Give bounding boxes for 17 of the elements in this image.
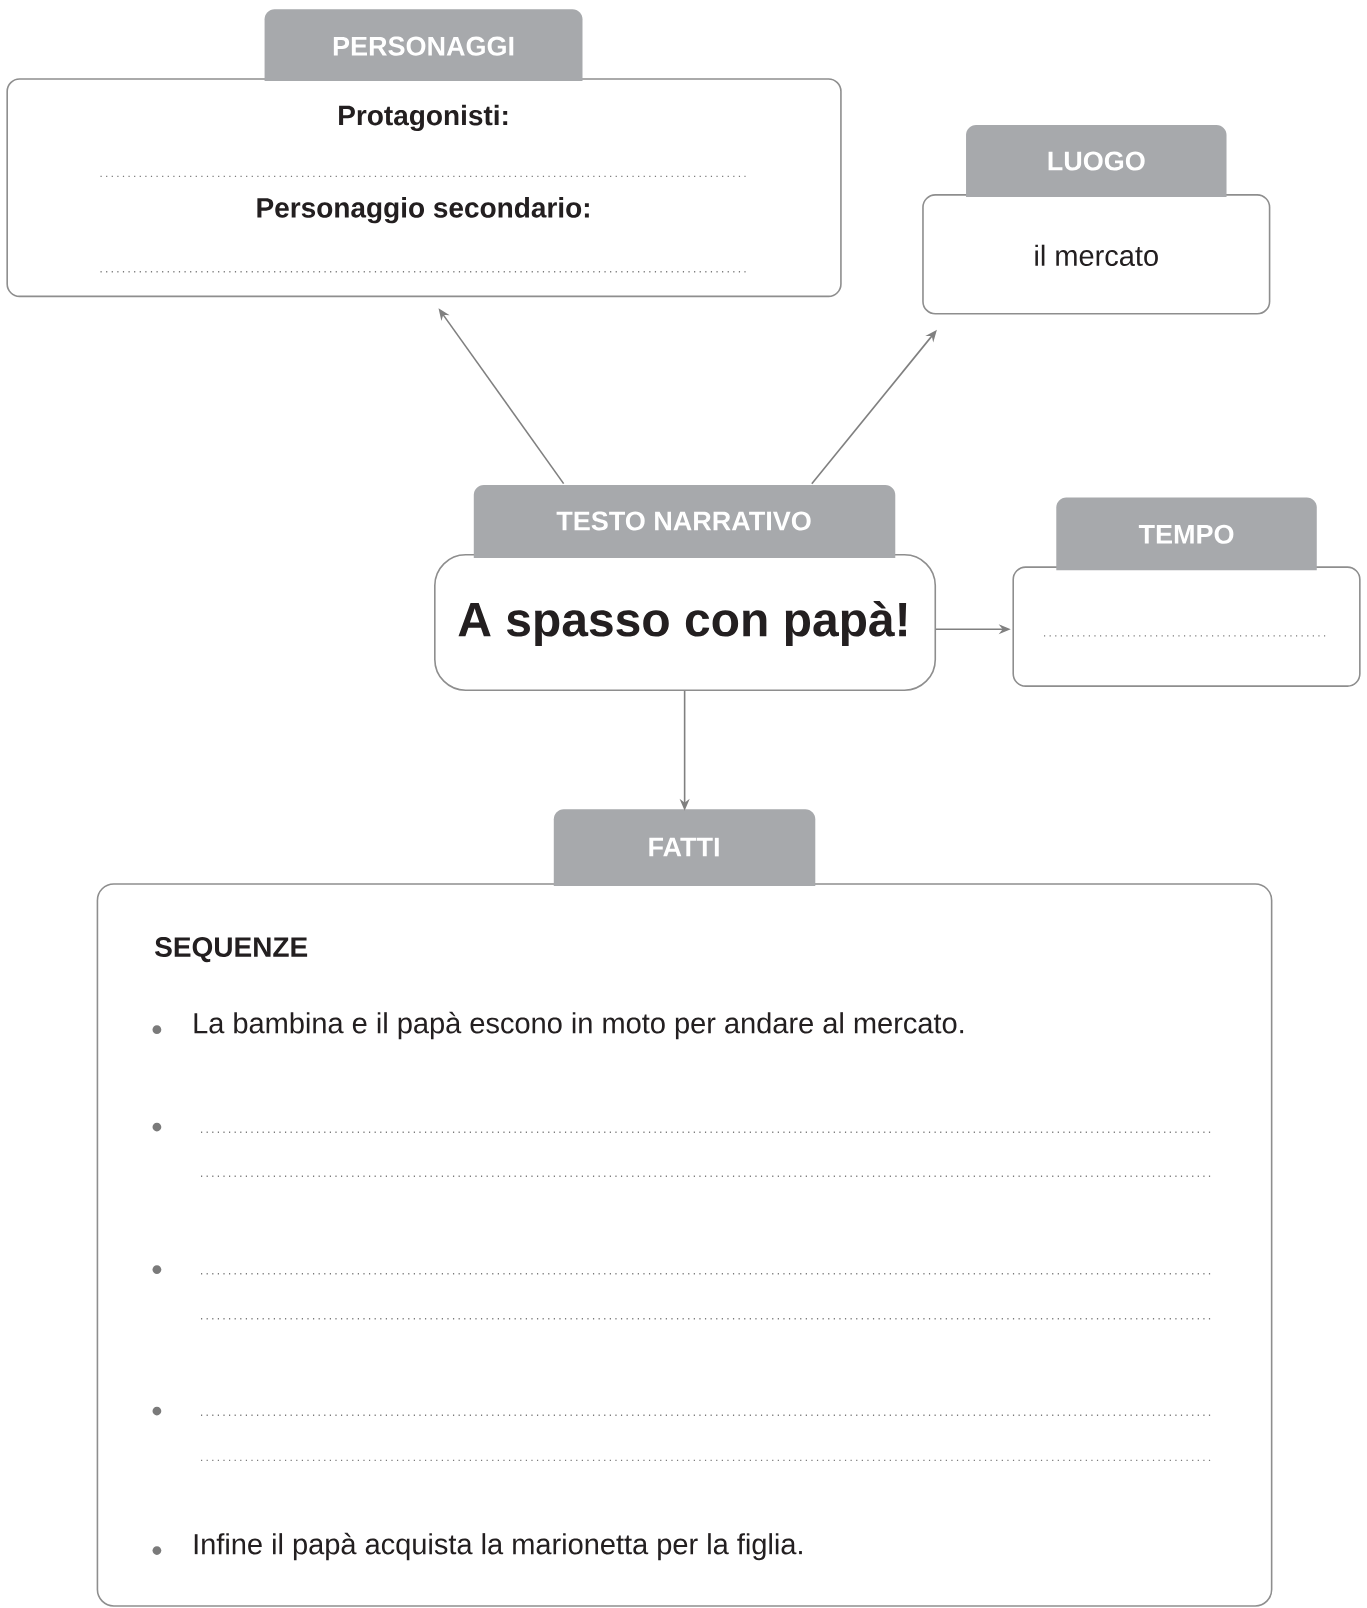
body-text: Infine il papà acquista la marionetta per la figlia. [194, 1532, 802, 1561]
body-text: il mercato [1035, 244, 1158, 266]
section-heading: SEQUENZE [155, 937, 308, 963]
header-label: FATTI [649, 837, 719, 857]
field-label: Protagonisti: [339, 104, 508, 132]
concept-box [434, 485, 937, 691]
concept-box [922, 125, 1271, 315]
header-label: PERSONAGGI [333, 36, 514, 56]
header-label: TESTO NARRATIVO [556, 511, 811, 531]
body-text: La bambina e il papà escono in moto per andare al mercato. [194, 1011, 964, 1040]
concept-box [1012, 497, 1361, 687]
concept-box [96, 809, 1273, 1607]
header-label: LUOGO [1048, 151, 1145, 171]
title-text: A spasso con papà! [458, 600, 907, 647]
header-label: TEMPO [1138, 524, 1234, 544]
field-label: Personaggio secondario: [257, 197, 589, 224]
concept-box [6, 9, 842, 298]
